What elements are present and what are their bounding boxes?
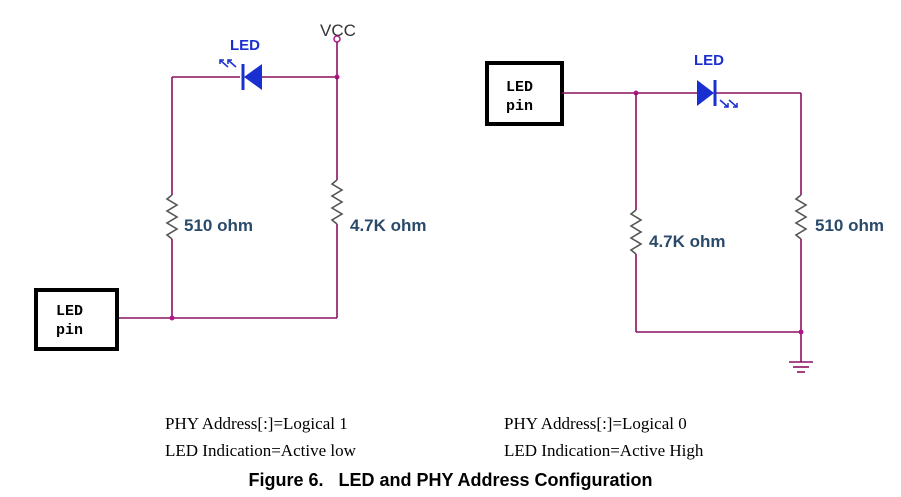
led-pin-label-line1: LED <box>56 303 83 320</box>
led-pin-box <box>34 288 119 351</box>
junction-dot <box>798 329 804 335</box>
led-icon <box>219 59 262 90</box>
led-pin-label-line1: LED <box>506 79 533 96</box>
resistor-icon <box>165 194 179 240</box>
led-pin-label-line2: pin <box>56 322 83 339</box>
led-label: LED <box>694 52 724 69</box>
resistor-label-510: 510 ohm <box>184 216 253 235</box>
right-caption-line1: PHY Address[:]=Logical 0 <box>504 414 687 433</box>
led-label: LED <box>230 37 260 54</box>
vcc-label: VCC <box>320 21 356 40</box>
right-circuit: LED pin LED 4.7K ohm 510 ohm <box>485 52 884 373</box>
led-pin-box <box>485 61 564 126</box>
led-pin-label-line2: pin <box>506 98 533 115</box>
resistor-label-4-7k: 4.7K ohm <box>350 216 427 235</box>
led-icon <box>697 80 738 108</box>
resistor-label-4-7k: 4.7K ohm <box>649 232 726 251</box>
resistor-label-510: 510 ohm <box>815 216 884 235</box>
left-caption-line2: LED Indication=Active low <box>165 441 356 460</box>
left-circuit: VCC LED 510 ohm 4.7K ohm LED <box>34 21 427 351</box>
resistor-icon <box>629 209 643 255</box>
figure-title: Figure 6. LED and PHY Address Configurat… <box>0 470 901 491</box>
right-caption-line2: LED Indication=Active High <box>504 441 704 460</box>
left-caption-line1: PHY Address[:]=Logical 1 <box>165 414 348 433</box>
junction-dot <box>169 315 175 321</box>
resistor-icon <box>330 179 344 225</box>
ground-icon <box>789 361 813 373</box>
figure-title-text: Figure 6. LED and PHY Address Configurat… <box>248 470 653 490</box>
resistor-icon <box>794 194 808 240</box>
